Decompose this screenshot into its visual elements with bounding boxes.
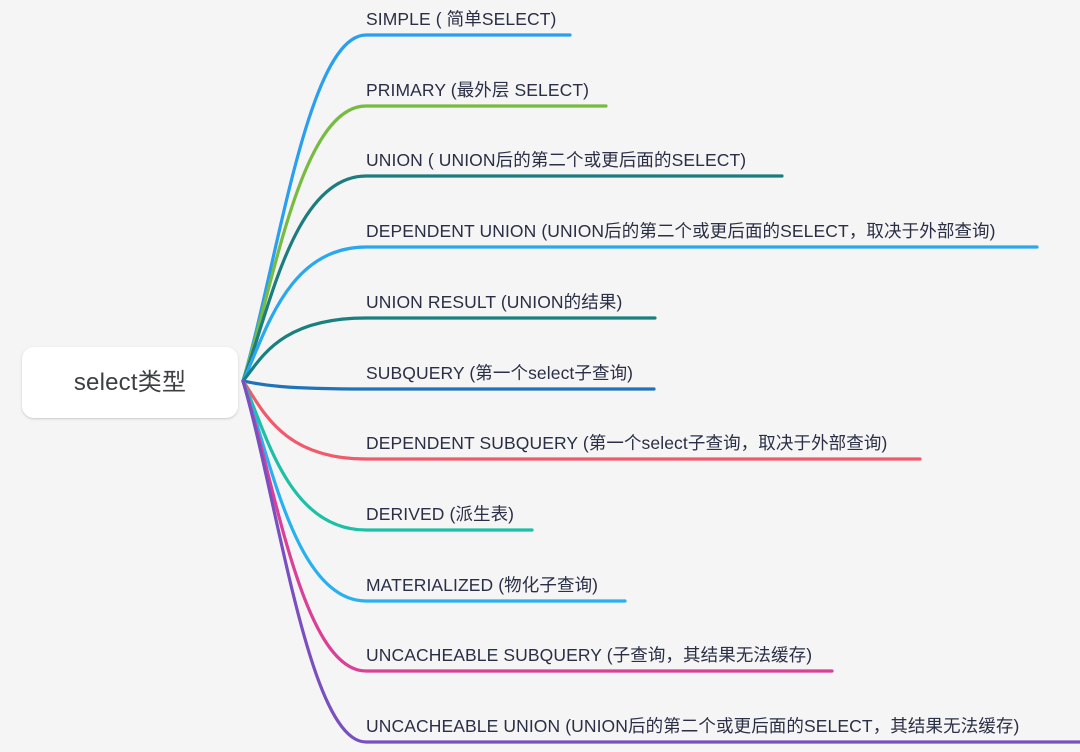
branch-label[interactable]: DERIVED (派生表) <box>366 504 515 524</box>
branch-connector <box>241 174 784 383</box>
branch-label[interactable]: UNCACHEABLE UNION (UNION后的第二个或更后面的SELECT… <box>366 716 1020 736</box>
branch-label[interactable]: UNION RESULT (UNION的结果) <box>366 292 623 312</box>
branch-label[interactable]: DEPENDENT UNION (UNION后的第二个或更后面的SELECT，取… <box>366 221 996 241</box>
branch-label[interactable]: SUBQUERY (第一个select子查询) <box>366 363 634 383</box>
branch-connector <box>241 245 1039 383</box>
branch-label[interactable]: PRIMARY (最外层 SELECT) <box>366 80 590 100</box>
branch-connector <box>241 104 608 383</box>
branch-label[interactable]: UNION ( UNION后的第二个或更后面的SELECT) <box>366 150 747 170</box>
branch-label[interactable]: MATERIALIZED (物化子查询) <box>366 575 599 595</box>
root-node[interactable]: select类型 <box>22 347 238 418</box>
branch-label[interactable]: DEPENDENT SUBQUERY (第一个select子查询，取决于外部查询… <box>366 433 888 453</box>
branch-label[interactable]: UNCACHEABLE SUBQUERY (子查询，其结果无法缓存) <box>366 645 813 665</box>
root-node-label: select类型 <box>73 368 187 396</box>
branch-label[interactable]: SIMPLE ( 简单SELECT) <box>366 9 557 29</box>
branch-connector <box>241 379 834 673</box>
branch-connector <box>241 379 627 603</box>
